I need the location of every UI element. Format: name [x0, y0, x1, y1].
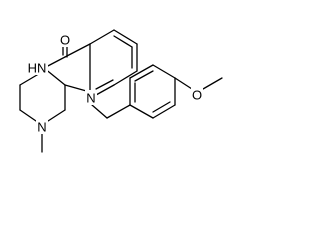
atom-label-n-aniline: N	[86, 91, 95, 106]
atom-label-nh-amide: HN	[28, 61, 47, 76]
bond-benzo-1	[89, 29, 115, 45]
bond-c4-c4a	[64, 43, 91, 58]
atom-o-carbonyl: O	[59, 32, 71, 48]
molecule-diagram: O HN N N O	[19, 29, 223, 153]
structure-canvas: O HN N N O	[19, 29, 223, 153]
atom-n-piperidine: N	[36, 119, 48, 135]
bond-benzo-4	[113, 70, 138, 86]
bond-pip-2	[47, 109, 66, 122]
bond-aryl-inner-2	[152, 101, 171, 113]
atom-label-layer: O HN N N O	[26, 32, 203, 135]
bond-aryl-2	[152, 104, 176, 119]
bond-ch2-aryl	[106, 104, 131, 119]
bond-benzo-inner-3	[95, 79, 114, 90]
atom-label-o-carbonyl: O	[60, 33, 70, 48]
bond-aryl-o	[174, 77, 193, 90]
atom-label-o-methoxy: O	[192, 88, 202, 103]
bond-aryl-4	[152, 64, 176, 79]
atom-nh-amide: HN	[26, 60, 48, 76]
bond-n-ch2	[91, 104, 108, 119]
bond-aryl-5	[129, 64, 154, 79]
atom-label-n-piperidine: N	[37, 120, 46, 135]
bond-o-methyl	[202, 77, 223, 90]
atom-n-aniline: N	[85, 90, 97, 106]
bond-benzo-5	[95, 84, 115, 96]
bond-pip-3	[19, 109, 37, 122]
bond-benzo-inner-1	[113, 35, 133, 48]
atom-o-methoxy: O	[191, 87, 203, 103]
bond-aryl-inner-1	[134, 70, 154, 82]
bond-aryl-1	[129, 104, 154, 119]
bond-benzo-2	[113, 29, 138, 45]
